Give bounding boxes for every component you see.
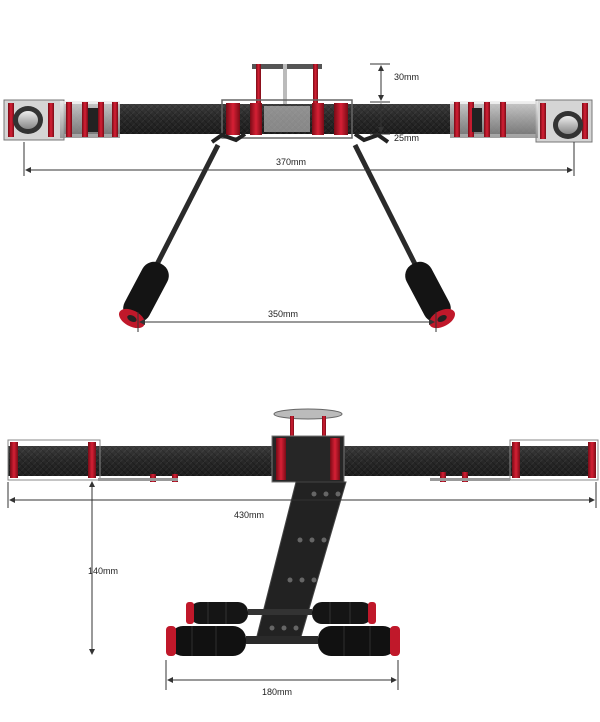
left-motor-mount xyxy=(3,99,120,141)
gear-leg-left xyxy=(147,143,221,280)
gear-leg-right xyxy=(352,143,425,280)
dim-arm-offset: 25mm xyxy=(394,133,420,143)
dimension-lines-front xyxy=(23,63,575,332)
skid-left xyxy=(118,261,169,329)
skid-rear xyxy=(186,602,376,624)
hub-clamp xyxy=(312,103,324,135)
standoff xyxy=(256,64,261,104)
skid-front xyxy=(166,626,400,656)
standoff xyxy=(313,64,318,104)
front-view xyxy=(3,63,593,332)
dim-side-span: 430mm xyxy=(234,510,265,520)
hub-clamp xyxy=(226,103,240,135)
dim-skid-span: 350mm xyxy=(268,309,299,319)
dim-gear-height: 140mm xyxy=(88,566,119,576)
hub-clamp xyxy=(334,103,348,135)
top-plate-side xyxy=(273,408,343,420)
dimension-lines-side xyxy=(7,481,597,690)
hub-clamp xyxy=(250,103,262,135)
side-view xyxy=(7,408,599,690)
center-hub xyxy=(221,99,353,139)
dim-top-height: 30mm xyxy=(394,72,420,82)
right-motor-mount xyxy=(450,99,593,143)
dim-skid-width: 180mm xyxy=(262,687,293,697)
dim-arm-span: 370mm xyxy=(276,157,307,167)
skid-right xyxy=(405,261,456,329)
standoff xyxy=(283,64,287,104)
